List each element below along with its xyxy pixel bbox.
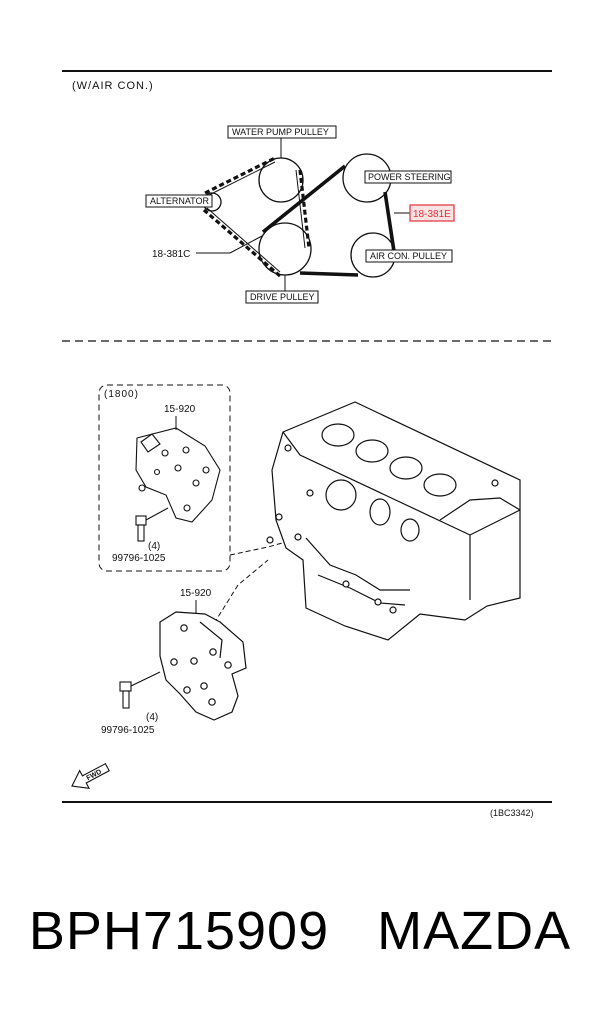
part-belt-ps-ac: 18-381E [413, 209, 451, 220]
inset-bracket-part: 15-920 [164, 404, 196, 415]
inset-bolt-part: 99796-1025 [112, 553, 166, 564]
part-caption: BPH715909 MAZDA [0, 900, 600, 962]
belt-ps-ac [261, 164, 397, 277]
alternator-box [145, 194, 213, 208]
inset-bolt-qty: (4) [148, 541, 160, 552]
water-pump-pulley [258, 157, 304, 203]
water-pump-label: WATER PUMP PULLEY [232, 127, 329, 137]
air-con-box [365, 249, 453, 263]
belt-alternator [202, 156, 311, 278]
alternator-label: ALTERNATOR [150, 196, 210, 206]
power-steering-box [364, 170, 452, 184]
main-bolt-part: 99796-1025 [101, 725, 155, 736]
main-bracket-part: 15-920 [180, 588, 212, 599]
inset-bracket [135, 427, 221, 523]
brand-name: MAZDA [377, 901, 572, 961]
inset-label: (1800) [104, 389, 139, 400]
fwd-label: FWD [86, 769, 103, 783]
part-belt-alternator: 18-381C [152, 249, 190, 260]
air-con-label: AIR CON. PULLEY [370, 251, 447, 261]
engine-block [266, 401, 521, 641]
drive-pulley-box [245, 290, 319, 304]
part-number: BPH715909 [28, 901, 330, 961]
main-bolt [119, 671, 161, 709]
main-bolt-qty: (4) [146, 712, 158, 723]
inset-box-1800 [98, 384, 231, 572]
variant-label: (W/AIR CON.) [72, 80, 154, 92]
water-pump-box [227, 125, 337, 139]
drive-pulley-label: DRIVE PULLEY [250, 292, 315, 302]
fwd-arrow-icon [71, 762, 110, 789]
main-bracket [159, 611, 247, 721]
inset-bolt [135, 507, 169, 542]
highlight-box-18-381E [409, 204, 455, 222]
figure-code: (1BC3342) [490, 808, 534, 818]
power-steering-label: POWER STEERING [368, 172, 451, 182]
